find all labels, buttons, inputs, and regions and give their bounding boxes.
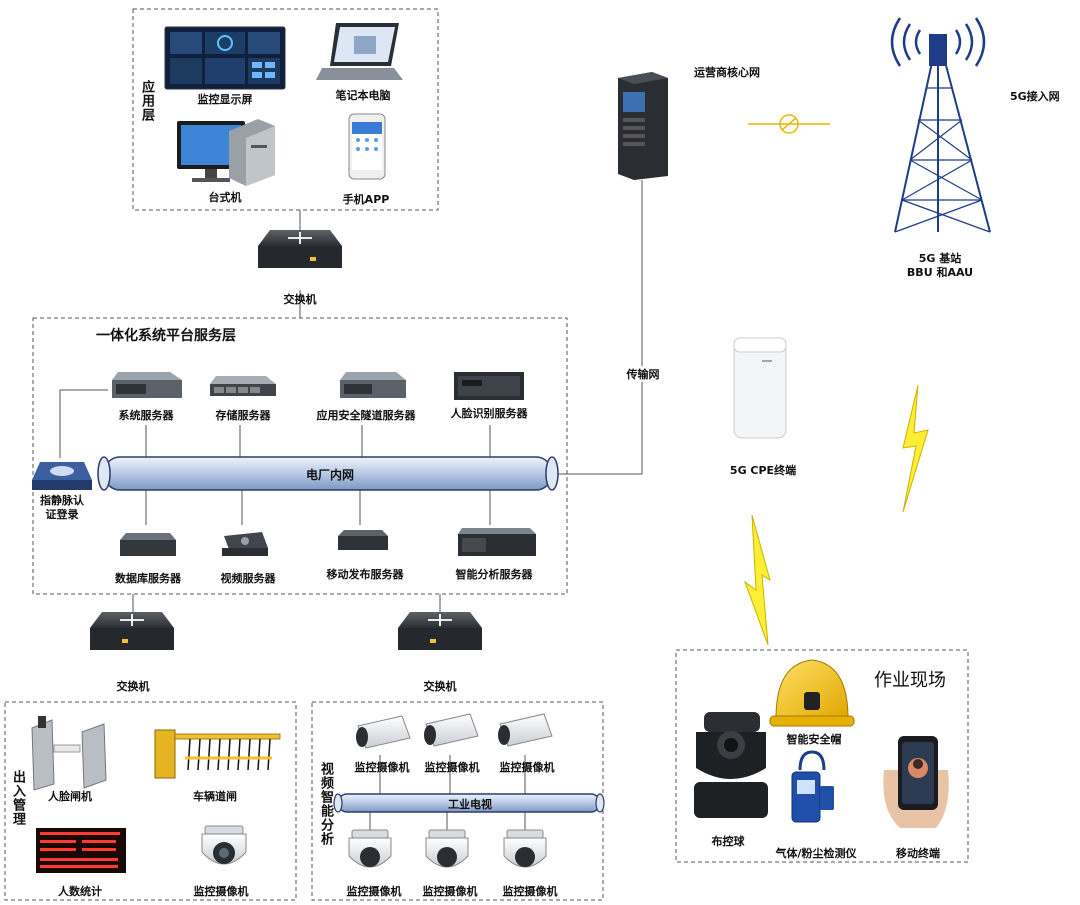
database-server-icon (120, 533, 176, 556)
people-counter-display-icon (36, 828, 126, 873)
storage-server-icon (210, 376, 276, 396)
mobile-terminal-label: 移动终端 (896, 847, 940, 860)
switch-icon (90, 612, 174, 650)
mobile-app-label: 手机APP (342, 193, 390, 206)
system-server-label: 系统服务器 (118, 409, 174, 422)
switch-icon (398, 612, 482, 650)
video-server-label: 视频服务器 (220, 572, 276, 585)
camera-label: 监控摄像机 (354, 761, 410, 774)
application-layer-title: 应用层 (139, 80, 154, 122)
system-server-icon (112, 372, 182, 398)
bullet-camera-icon (356, 715, 411, 749)
camera-label: 监控摄像机 (346, 885, 402, 898)
switch-label: 交换机 (283, 293, 317, 306)
5g-tower-icon (890, 17, 991, 233)
people-count-label: 人数统计 (58, 885, 102, 898)
phone-app-icon (348, 113, 386, 180)
tunnel-server-icon (340, 372, 406, 398)
camera-label: 监控摄像机 (422, 885, 478, 898)
mobile-publish-server-label: 移动发布服务器 (326, 568, 404, 581)
ptz-dome-icon (694, 712, 768, 818)
lightning-icon (902, 384, 929, 513)
laptop-label: 笔记本电脑 (335, 89, 391, 102)
fingerprint-reader-icon (32, 462, 92, 490)
dome-camera-icon (425, 829, 469, 868)
face-server-icon (454, 372, 524, 400)
dome-camera-icon (201, 825, 247, 865)
smart-helmet-icon (769, 659, 855, 727)
transport-network-label: 传输网 (624, 366, 662, 382)
vehicle-barrier-icon (154, 729, 281, 779)
dome-camera-icon (348, 829, 392, 868)
analysis-server-icon (458, 528, 536, 556)
lightning-icon (743, 514, 771, 646)
smart-helmet-label: 智能安全帽 (786, 733, 842, 746)
gas-detector-icon (791, 750, 834, 823)
camera-label: 监控摄像机 (499, 761, 555, 774)
access-management-box (4, 701, 297, 901)
core-network-cabinet-icon (618, 72, 668, 180)
intranet-label: 电厂内网 (305, 468, 355, 482)
face-server-label: 人脸识别服务器 (450, 407, 528, 420)
platform-layer-title: 一体化系统平台服务层 (96, 328, 236, 344)
laptop-icon (316, 23, 403, 80)
work-site-title: 作业现场 (874, 670, 946, 691)
mobile-publish-server-icon (338, 530, 388, 550)
dome-camera-icon (503, 829, 547, 868)
bullet-camera-icon (498, 713, 553, 747)
monitor-wall-label: 监控显示屏 (197, 93, 253, 106)
base-station-label-line2: BBU 和AAU (906, 266, 974, 279)
switch-label: 交换机 (116, 680, 150, 693)
camera-label: 监控摄像机 (502, 885, 558, 898)
mobile-terminal-icon (883, 736, 949, 828)
industrial-tv-label: 工业电视 (448, 798, 492, 811)
video-server-icon (222, 532, 268, 556)
face-gate-label: 人脸闸机 (48, 790, 92, 803)
fingerprint-login-label: 指静脉认证登录 (40, 494, 84, 521)
face-gate-icon (31, 716, 107, 791)
cpe-terminal-label: 5G CPE终端 (729, 464, 797, 477)
access-management-title: 出入管理 (10, 770, 25, 826)
analysis-server-label: 智能分析服务器 (455, 568, 533, 581)
base-station-label-line1: 5G 基站 (918, 252, 962, 265)
desktop-label: 台式机 (208, 191, 242, 204)
5g-access-network-label: 5G接入网 (1010, 90, 1060, 103)
intranet-pipe (97, 456, 559, 491)
video-analysis-box (311, 701, 604, 901)
vehicle-gate-label: 车辆道闸 (193, 790, 237, 803)
core-network-label: 运营商核心网 (694, 66, 760, 79)
switch-icon (258, 230, 342, 268)
ptz-dome-label: 布控球 (711, 835, 745, 848)
industrial-tv-pipe (333, 793, 605, 813)
optical-link-icon (748, 114, 830, 134)
application-layer-box (132, 8, 439, 211)
database-server-label: 数据库服务器 (115, 572, 181, 585)
gas-detector-label: 气体/粉尘检测仪 (775, 847, 857, 860)
tunnel-server-label: 应用安全隧道服务器 (316, 409, 416, 422)
monitor-wall-icon (164, 26, 286, 90)
cpe-terminal-icon (733, 337, 787, 439)
bullet-camera-icon (424, 713, 479, 747)
storage-server-label: 存储服务器 (215, 409, 271, 422)
switch-label: 交换机 (423, 680, 457, 693)
video-analysis-title: 视频智能分析 (318, 762, 333, 846)
desktop-icon (177, 119, 275, 186)
camera-label: 监控摄像机 (424, 761, 480, 774)
camera-label: 监控摄像机 (193, 885, 249, 898)
